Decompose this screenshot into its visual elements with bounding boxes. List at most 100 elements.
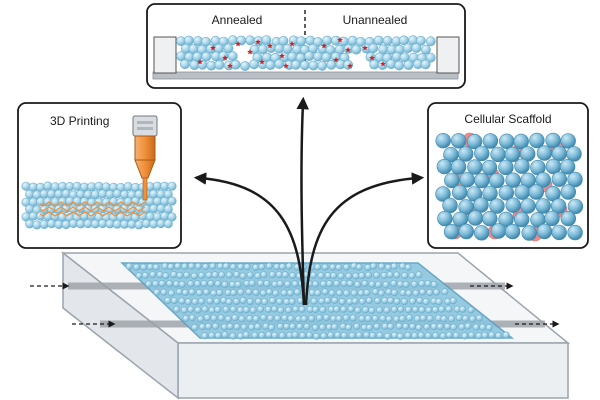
bead <box>234 280 242 288</box>
bead <box>560 210 576 227</box>
bead <box>311 280 319 288</box>
bead <box>230 59 241 70</box>
bead <box>190 272 198 280</box>
bead <box>245 35 255 46</box>
bead <box>431 306 439 314</box>
branch-arrows <box>193 96 425 306</box>
bead <box>353 322 361 330</box>
bead <box>390 305 398 313</box>
bead <box>284 280 292 288</box>
bead <box>170 271 178 279</box>
bead <box>179 59 190 70</box>
bead <box>415 35 426 46</box>
bead <box>280 289 288 297</box>
bead <box>201 332 209 340</box>
bead <box>180 306 188 314</box>
bead <box>343 289 351 297</box>
bead <box>373 35 384 46</box>
bead <box>347 305 355 313</box>
bead <box>422 298 430 306</box>
bead <box>394 60 404 71</box>
bead <box>274 59 285 69</box>
bead <box>340 279 348 287</box>
bead <box>467 159 483 175</box>
bead <box>441 288 449 296</box>
printed-filament <box>39 201 146 217</box>
bead <box>418 280 426 288</box>
bead <box>364 271 372 279</box>
bead <box>409 297 417 305</box>
bead <box>317 272 325 280</box>
bead <box>405 314 413 322</box>
star-icon <box>345 47 351 53</box>
bead <box>167 196 177 206</box>
bead <box>376 306 384 314</box>
bead <box>265 60 276 70</box>
bead <box>214 331 222 339</box>
bead <box>202 263 210 271</box>
star-icon <box>333 57 339 63</box>
bead <box>203 314 211 322</box>
bead <box>299 60 310 71</box>
bead <box>469 315 477 323</box>
printed-filament-path <box>39 201 146 217</box>
bead <box>426 289 434 297</box>
bead <box>178 280 186 288</box>
bead <box>308 315 316 323</box>
bead <box>473 197 489 213</box>
annealed-label: Annealed <box>212 13 263 27</box>
bead <box>495 332 503 340</box>
bead <box>424 279 432 287</box>
bead <box>304 51 315 61</box>
bead <box>430 323 438 331</box>
bead <box>272 289 280 297</box>
bead <box>233 271 241 279</box>
star-icon <box>222 55 228 61</box>
bead <box>490 223 507 239</box>
bead <box>268 323 276 331</box>
bead <box>140 263 148 271</box>
bead <box>405 289 413 297</box>
bead <box>175 288 183 296</box>
bead <box>278 36 289 46</box>
bead <box>432 288 440 296</box>
bead <box>319 280 327 288</box>
bead <box>390 289 398 297</box>
bead <box>437 210 453 227</box>
printing-panel: 3D Printing <box>17 102 182 249</box>
bead <box>349 314 357 322</box>
bead <box>448 315 456 323</box>
bead <box>134 220 144 230</box>
bead <box>224 315 232 323</box>
bead <box>309 271 317 279</box>
bead <box>436 323 444 331</box>
spacer-left <box>153 36 177 74</box>
bead <box>188 288 196 296</box>
bead <box>403 60 414 70</box>
bead <box>373 322 381 330</box>
bead <box>182 314 190 322</box>
star-icon <box>283 63 289 69</box>
bead <box>233 297 241 305</box>
bead <box>490 146 506 163</box>
bead <box>188 262 196 270</box>
bead <box>391 331 399 339</box>
bead <box>209 262 217 270</box>
bead <box>479 323 487 331</box>
bead <box>319 306 327 314</box>
bead <box>170 297 178 305</box>
bead <box>415 324 423 332</box>
bead <box>337 272 345 280</box>
bead <box>361 279 369 287</box>
star-icon <box>247 49 253 55</box>
bead <box>261 298 269 306</box>
bead <box>385 315 393 323</box>
bead <box>430 280 438 288</box>
bead <box>231 314 239 322</box>
spacer-right <box>436 36 460 74</box>
bead <box>402 43 413 53</box>
bead <box>261 35 272 45</box>
star-icon <box>369 55 375 61</box>
bead <box>308 60 319 71</box>
bead <box>201 51 212 62</box>
